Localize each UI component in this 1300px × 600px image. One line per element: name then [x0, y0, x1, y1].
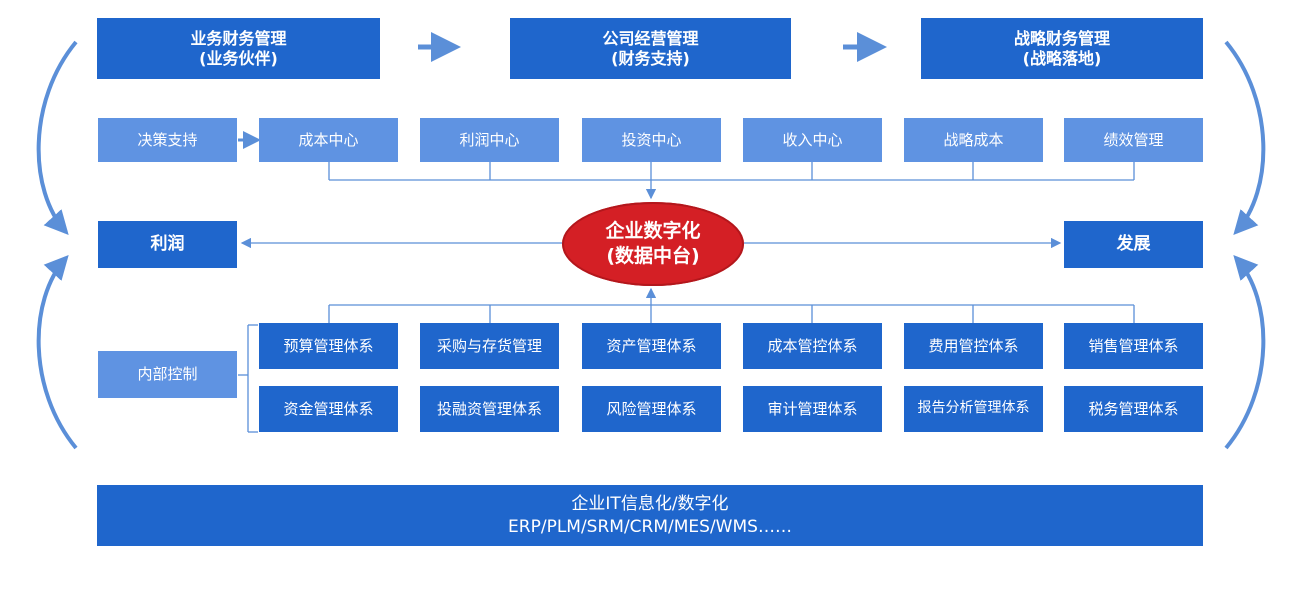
center-box-profit: 利润中心	[420, 118, 559, 162]
it-foundation-bar: 企业IT信息化/数字化 ERP/PLM/SRM/CRM/MES/WMS……	[97, 485, 1203, 546]
system-box-cost-control: 成本管控体系	[743, 323, 882, 369]
company-operation-subtitle: (财务支持)	[611, 48, 690, 68]
centers-connector	[328, 162, 1135, 200]
system-box-reporting: 报告分析管理体系	[904, 386, 1043, 432]
system-box-procurement: 采购与存货管理	[420, 323, 559, 369]
systems-connector	[328, 287, 1135, 323]
data-hub-ellipse: 企业数字化 (数据中台)	[562, 202, 744, 286]
business-finance-box: 业务财务管理 (业务伙伴)	[97, 18, 380, 79]
hub-line-1: 企业数字化	[605, 220, 701, 243]
strategic-finance-title: 战略财务管理	[1013, 28, 1110, 48]
system-box-assets: 资产管理体系	[582, 323, 721, 369]
business-finance-subtitle: (业务伙伴)	[199, 48, 278, 68]
system-box-funds: 资金管理体系	[259, 386, 398, 432]
system-box-investment-financing: 投融资管理体系	[420, 386, 559, 432]
control-bracket	[238, 324, 258, 433]
it-foundation-title: 企业IT信息化/数字化	[571, 493, 729, 514]
profit-goal-box: 利润	[98, 221, 237, 268]
it-foundation-systems: ERP/PLM/SRM/CRM/MES/WMS……	[508, 516, 792, 537]
company-operation-title: 公司经营管理	[602, 28, 699, 48]
side-curves	[36, 40, 1266, 450]
internal-control-box: 内部控制	[98, 351, 237, 398]
system-box-audit: 审计管理体系	[743, 386, 882, 432]
system-box-tax: 税务管理体系	[1064, 386, 1203, 432]
strategic-finance-box: 战略财务管理 (战略落地)	[921, 18, 1203, 79]
system-box-risk: 风险管理体系	[582, 386, 721, 432]
system-box-budget: 预算管理体系	[259, 323, 398, 369]
business-finance-title: 业务财务管理	[190, 28, 287, 48]
strategic-finance-subtitle: (战略落地)	[1022, 48, 1102, 68]
hub-line-2: (数据中台)	[606, 245, 700, 267]
development-goal-box: 发展	[1064, 221, 1203, 268]
system-box-expense-control: 费用管控体系	[904, 323, 1043, 369]
company-operation-box: 公司经营管理 (财务支持)	[510, 18, 791, 79]
system-box-sales: 销售管理体系	[1064, 323, 1203, 369]
center-box-revenue: 收入中心	[743, 118, 882, 162]
center-box-cost: 成本中心	[259, 118, 398, 162]
center-box-strategic-cost: 战略成本	[904, 118, 1043, 162]
decision-support-box: 决策支持	[98, 118, 237, 162]
center-box-performance: 绩效管理	[1064, 118, 1203, 162]
center-box-investment: 投资中心	[582, 118, 721, 162]
